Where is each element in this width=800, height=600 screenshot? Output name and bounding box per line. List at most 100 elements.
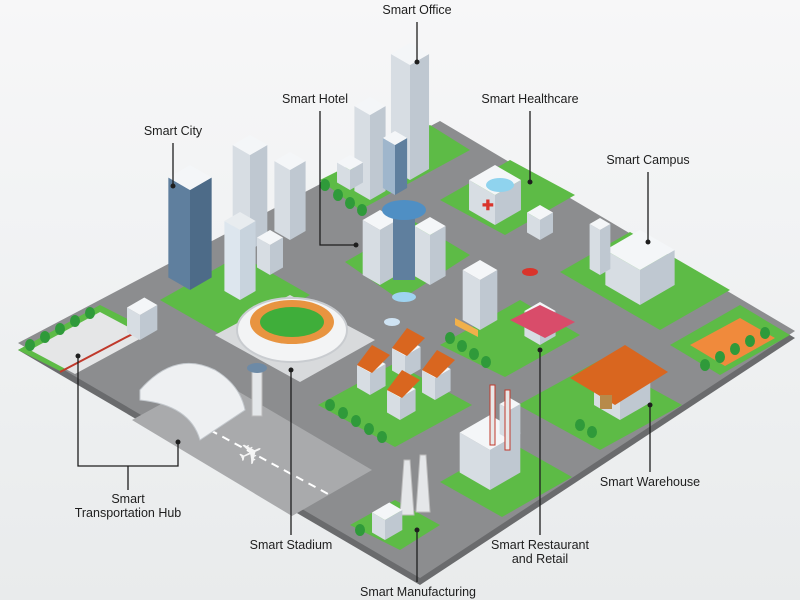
building-face	[414, 226, 430, 285]
tree	[25, 339, 35, 351]
building-face	[387, 390, 400, 420]
tree	[745, 335, 755, 347]
building-face	[127, 307, 140, 340]
building-face	[372, 512, 385, 540]
hotel-wing	[414, 217, 446, 285]
label-smart-restaurant-retail: Smart Restaurant and Retail	[470, 538, 610, 566]
train-track	[59, 329, 141, 373]
office-annex	[337, 155, 363, 190]
hotel-tower	[393, 210, 415, 280]
smokestack	[504, 389, 511, 451]
building-roof	[382, 131, 408, 145]
building-face	[274, 161, 290, 240]
building-roof	[232, 135, 268, 155]
building-face	[640, 250, 675, 305]
train-station	[127, 297, 158, 340]
building-face	[469, 180, 495, 225]
building-face	[600, 224, 611, 275]
building-face	[380, 220, 398, 285]
building-face	[480, 270, 498, 330]
label-smart-stadium: Smart Stadium	[249, 538, 333, 552]
city-tower	[274, 152, 306, 240]
building-roof	[354, 97, 386, 115]
airport-hangar	[139, 362, 246, 441]
house-roof	[357, 345, 390, 373]
building-face	[385, 510, 403, 540]
building-face	[589, 224, 600, 275]
city-building	[257, 230, 283, 275]
tree	[345, 197, 355, 209]
city-tower	[168, 165, 212, 290]
label-line: Smart	[111, 492, 145, 506]
campus-building	[605, 230, 675, 305]
building-face	[405, 347, 421, 378]
building-face	[370, 106, 386, 200]
tree	[730, 343, 740, 355]
tree	[320, 179, 330, 191]
building-face	[510, 404, 521, 440]
label-smart-hotel: Smart Hotel	[282, 92, 348, 106]
medical-cross-icon: ✚	[482, 197, 494, 213]
tree	[357, 204, 367, 216]
tree	[760, 327, 770, 339]
stadium-field	[260, 307, 324, 337]
retail-building	[462, 260, 498, 330]
building-roof	[168, 165, 212, 190]
train-platform	[30, 312, 145, 374]
city-blocks: ✚✈	[18, 43, 790, 550]
tree	[587, 426, 597, 438]
warehouse-door	[600, 395, 612, 409]
leader-lines	[77, 22, 651, 582]
house-roof	[387, 370, 420, 398]
tree	[445, 332, 455, 344]
building-face	[140, 305, 158, 340]
label-smart-campus: Smart Campus	[606, 153, 690, 167]
label-smart-city: Smart City	[143, 124, 203, 138]
control-tower-cab	[247, 363, 267, 373]
building-face	[382, 138, 395, 195]
building-face	[459, 432, 490, 490]
building-face	[168, 177, 190, 290]
building-face	[357, 365, 370, 395]
building-roof	[372, 502, 403, 520]
building-face	[490, 432, 521, 490]
house-roof	[422, 350, 455, 378]
runway-marking	[209, 429, 331, 496]
building-face	[257, 237, 270, 275]
tree	[325, 399, 335, 411]
label-smart-office: Smart Office	[382, 3, 452, 17]
control-tower	[251, 367, 263, 417]
building-face	[362, 220, 380, 285]
building-face	[224, 221, 240, 300]
shop-awning	[455, 318, 478, 337]
tree	[70, 315, 80, 327]
tree	[575, 419, 585, 431]
smokestack	[489, 384, 496, 446]
building-roof	[527, 205, 553, 220]
building-face	[410, 54, 430, 180]
cooling-towers	[399, 454, 431, 516]
campus-tower	[589, 218, 611, 275]
warehouse-roof	[570, 345, 668, 405]
building-face	[337, 162, 350, 190]
helipad	[486, 178, 514, 192]
building-face	[430, 226, 446, 285]
tree	[333, 189, 343, 201]
hotel-fountain	[392, 292, 416, 302]
building-roof	[224, 212, 256, 230]
tree	[355, 524, 365, 536]
city-arch-building	[224, 212, 256, 300]
building-face	[422, 370, 435, 400]
car	[522, 268, 538, 276]
tree	[715, 351, 725, 363]
building-face	[270, 237, 283, 275]
house-roof	[392, 328, 425, 356]
building-roof	[605, 230, 675, 270]
building-face	[290, 161, 306, 240]
building-face	[605, 250, 640, 305]
label-line: Transportation Hub	[74, 506, 182, 520]
building-face	[395, 138, 408, 195]
tree	[457, 340, 467, 352]
building-roof	[257, 230, 283, 245]
